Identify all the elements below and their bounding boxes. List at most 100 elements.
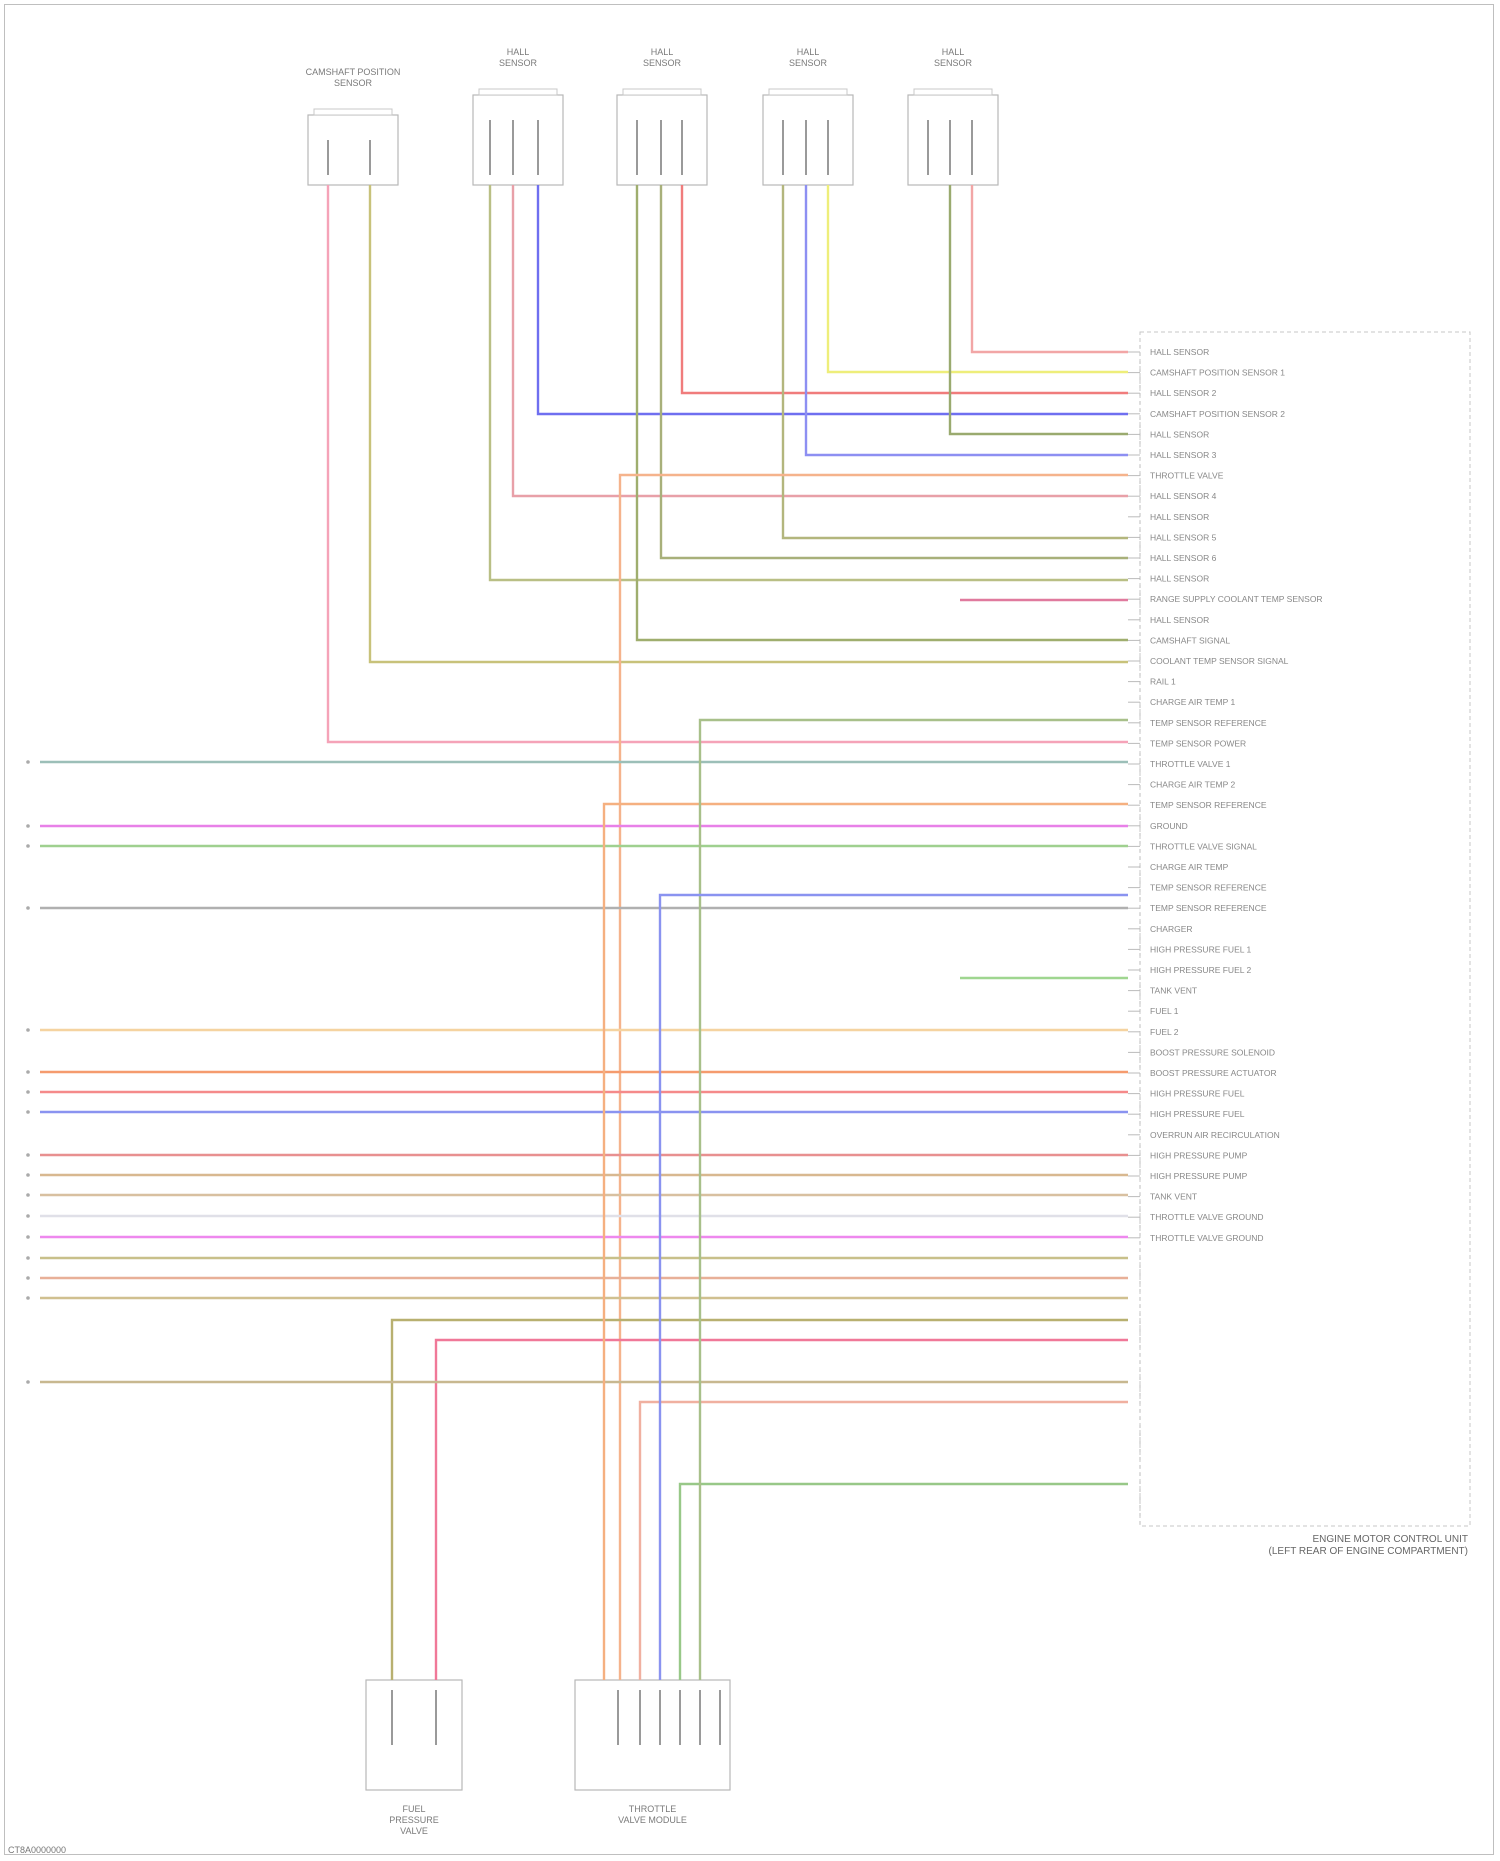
ecm-signal-label: THROTTLE VALVE <box>1150 471 1224 481</box>
connector-u6 <box>366 1680 462 1790</box>
connector-label-line: SENSOR <box>789 58 828 68</box>
wire-w32 <box>392 1320 1128 1680</box>
ecm-signal-label: CHARGE AIR TEMP 1 <box>1150 697 1235 707</box>
wire-w23-branch <box>660 895 1128 1680</box>
ecm-signal-label: THROTTLE VALVE SIGNAL <box>1150 841 1257 851</box>
left-terminal <box>26 1028 30 1032</box>
ecm-label: ENGINE MOTOR CONTROL UNIT(LEFT REAR OF E… <box>1269 1534 1468 1557</box>
ecm-signal-label: COOLANT TEMP SENSOR SIGNAL <box>1150 656 1289 666</box>
ecm-signal-label: CAMSHAFT SIGNAL <box>1150 635 1230 645</box>
wire-w5 <box>490 185 1128 580</box>
connector-label-line: FUEL <box>402 1804 425 1814</box>
left-terminal <box>26 1153 30 1157</box>
wire-w7 <box>637 185 1128 640</box>
left-terminal <box>26 1296 30 1300</box>
left-terminal <box>26 1193 30 1197</box>
ecm-signal-label: HALL SENSOR <box>1150 615 1209 625</box>
ecm-signal-label: CHARGER <box>1150 924 1193 934</box>
connector-label-line: SENSOR <box>334 78 373 88</box>
ecm-signal-label: TEMP SENSOR POWER <box>1150 738 1246 748</box>
ecm-signal-label: CHARGE AIR TEMP <box>1150 862 1229 872</box>
left-terminal <box>26 1235 30 1239</box>
ecm-signal-label: BOOST PRESSURE SOLENOID <box>1150 1047 1275 1057</box>
wire-w3 <box>513 185 1128 496</box>
ecm-signal-label: RAIL 1 <box>1150 677 1176 687</box>
ecm-label-line: (LEFT REAR OF ENGINE COMPARTMENT) <box>1269 1546 1468 1557</box>
wire-w9 <box>828 185 1128 372</box>
wire-w2 <box>370 185 1128 662</box>
left-terminal <box>26 1256 30 1260</box>
connector-tab <box>623 89 701 95</box>
connector-label-line: HALL <box>651 47 674 57</box>
ecm-signal-label: OVERRUN AIR RECIRCULATION <box>1150 1130 1280 1140</box>
connector-label-line: CAMSHAFT POSITION <box>306 67 401 77</box>
left-terminal <box>26 1214 30 1218</box>
connector-label-line: HALL <box>507 47 530 57</box>
connector-tab <box>314 109 392 115</box>
wire-w4 <box>538 185 1128 414</box>
left-terminal <box>26 760 30 764</box>
left-terminal <box>26 1110 30 1114</box>
ecm-label-line: ENGINE MOTOR CONTROL UNIT <box>1312 1534 1468 1545</box>
ecm-signal-label: HIGH PRESSURE FUEL 1 <box>1150 944 1252 954</box>
wire-w1 <box>328 185 1128 742</box>
ecm-signal-label: HIGH PRESSURE FUEL <box>1150 1109 1245 1119</box>
left-terminal <box>26 906 30 910</box>
left-terminal <box>26 1090 30 1094</box>
left-terminal <box>26 824 30 828</box>
ecm-signal-label: THROTTLE VALVE 1 <box>1150 759 1231 769</box>
ecm-signal-label: HALL SENSOR 5 <box>1150 532 1217 542</box>
connector-label-line: SENSOR <box>643 58 682 68</box>
ecm-signal-label: FUEL 2 <box>1150 1027 1179 1037</box>
ecm-signal-label: TEMP SENSOR REFERENCE <box>1150 883 1267 893</box>
connector-u4 <box>763 95 853 185</box>
ecm-signal-label: CHARGE AIR TEMP 2 <box>1150 780 1235 790</box>
wire-w37 <box>604 804 1128 1680</box>
wire-w36 <box>680 1484 1128 1680</box>
connector-tab <box>914 89 992 95</box>
wire-w38 <box>700 720 1128 1680</box>
wire-w10 <box>783 185 1128 538</box>
connector-label-line: THROTTLE <box>629 1804 677 1814</box>
ecm-signal-label: HALL SENSOR 6 <box>1150 553 1217 563</box>
connector-tab <box>479 89 557 95</box>
ecm-signal-label: HIGH PRESSURE FUEL <box>1150 1089 1245 1099</box>
connector-label-line: VALVE <box>400 1826 428 1836</box>
connector-u5 <box>908 95 998 185</box>
ecm-signal-label: TEMP SENSOR REFERENCE <box>1150 718 1267 728</box>
connector-label-line: HALL <box>942 47 965 57</box>
connector-u2 <box>473 95 563 185</box>
wire-w13 <box>620 475 1128 1680</box>
ecm-signal-label: CAMSHAFT POSITION SENSOR 1 <box>1150 368 1285 378</box>
left-terminal <box>26 1173 30 1177</box>
connector-label-line: SENSOR <box>499 58 538 68</box>
left-terminal <box>26 1380 30 1384</box>
ecm-signal-label: RANGE SUPPLY COOLANT TEMP SENSOR <box>1150 594 1323 604</box>
ecm-signal-label: BOOST PRESSURE ACTUATOR <box>1150 1068 1277 1078</box>
ecm-signal-label: HALL SENSOR <box>1150 429 1209 439</box>
wire-w12 <box>972 185 1128 352</box>
ecm-signal-label: FUEL 1 <box>1150 1006 1179 1016</box>
ecm-signal-label: CAMSHAFT POSITION SENSOR 2 <box>1150 409 1285 419</box>
ecm-signal-label: TEMP SENSOR REFERENCE <box>1150 903 1267 913</box>
connector-label-line: HALL <box>797 47 820 57</box>
ecm-signal-label: HIGH PRESSURE PUMP <box>1150 1150 1248 1160</box>
ecm-signal-label: HIGH PRESSURE FUEL 2 <box>1150 965 1252 975</box>
left-terminal <box>26 1070 30 1074</box>
connector-label-line: VALVE MODULE <box>618 1815 687 1825</box>
ecm-signal-label: HALL SENSOR <box>1150 347 1209 357</box>
wire-w33 <box>436 1340 1128 1680</box>
ecm-signal-label: GROUND <box>1150 821 1188 831</box>
ecm-signal-label: HIGH PRESSURE PUMP <box>1150 1171 1248 1181</box>
wire-w14 <box>950 185 1128 434</box>
wire-w6 <box>682 185 1128 393</box>
connector-tab <box>769 89 847 95</box>
